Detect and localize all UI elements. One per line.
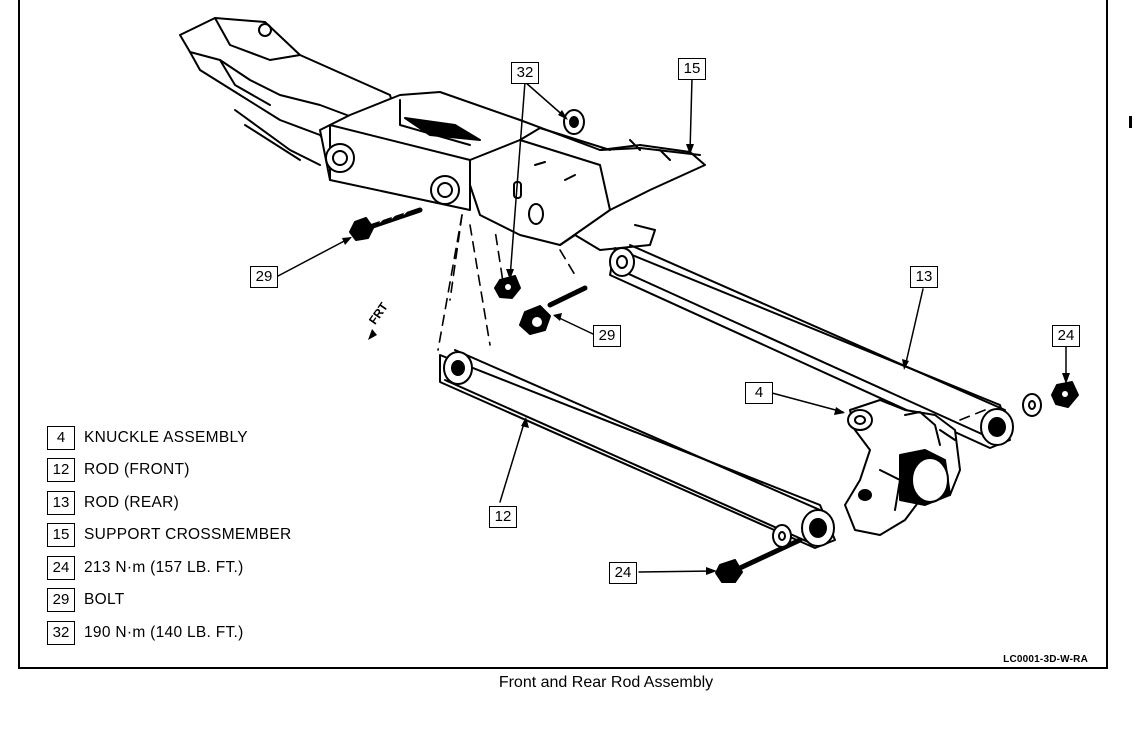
legend-row: 29 BOLT (47, 587, 125, 613)
callout-29-left: 29 (250, 266, 278, 288)
callout-29-center: 29 (593, 325, 621, 347)
legend-row: 12 ROD (FRONT) (47, 457, 190, 483)
arrowheads (342, 110, 1070, 575)
legend-label: ROD (REAR) (84, 494, 180, 511)
knuckle-assembly (844, 399, 961, 536)
legend-number: 4 (47, 426, 75, 450)
guide-lines (437, 214, 986, 421)
legend-row: 32 190 N·m (140 LB. FT.) (47, 620, 244, 646)
legend-label: KNUCKLE ASSEMBLY (84, 429, 248, 446)
front-rod (439, 349, 836, 549)
legend-number: 12 (47, 458, 75, 482)
legend-number: 29 (47, 588, 75, 612)
legend-number: 24 (47, 556, 75, 580)
leader-lines (277, 77, 1067, 573)
figure-caption: Front and Rear Rod Assembly (498, 674, 714, 691)
legend-number: 32 (47, 621, 75, 645)
callout-13: 13 (910, 266, 938, 288)
callout-12: 12 (489, 506, 517, 528)
legend-number: 15 (47, 523, 75, 547)
fasteners (349, 109, 1079, 583)
callout-24-right: 24 (1052, 325, 1080, 347)
margin-mark (1129, 116, 1132, 128)
legend-number: 13 (47, 491, 75, 515)
legend-row: 13 ROD (REAR) (47, 490, 179, 516)
callout-15: 15 (678, 58, 706, 80)
legend-label: 213 N·m (157 LB. FT.) (84, 559, 244, 576)
legend-row: 24 213 N·m (157 LB. FT.) (47, 555, 244, 581)
legend-label: ROD (FRONT) (84, 461, 190, 478)
legend-row: 4 KNUCKLE ASSEMBLY (47, 425, 248, 451)
legend-label: SUPPORT CROSSMEMBER (84, 526, 292, 543)
reference-code: LC0001-3D-W-RA (1003, 654, 1088, 665)
callout-32: 32 (511, 62, 539, 84)
legend-label: BOLT (84, 591, 125, 608)
callout-24-lower: 24 (609, 562, 637, 584)
legend-row: 15 SUPPORT CROSSMEMBER (47, 522, 292, 548)
rear-rod (609, 244, 1014, 449)
diagram-frame (18, 0, 1108, 669)
legend-label: 190 N·m (140 LB. FT.) (84, 624, 244, 641)
callout-4: 4 (745, 382, 773, 404)
